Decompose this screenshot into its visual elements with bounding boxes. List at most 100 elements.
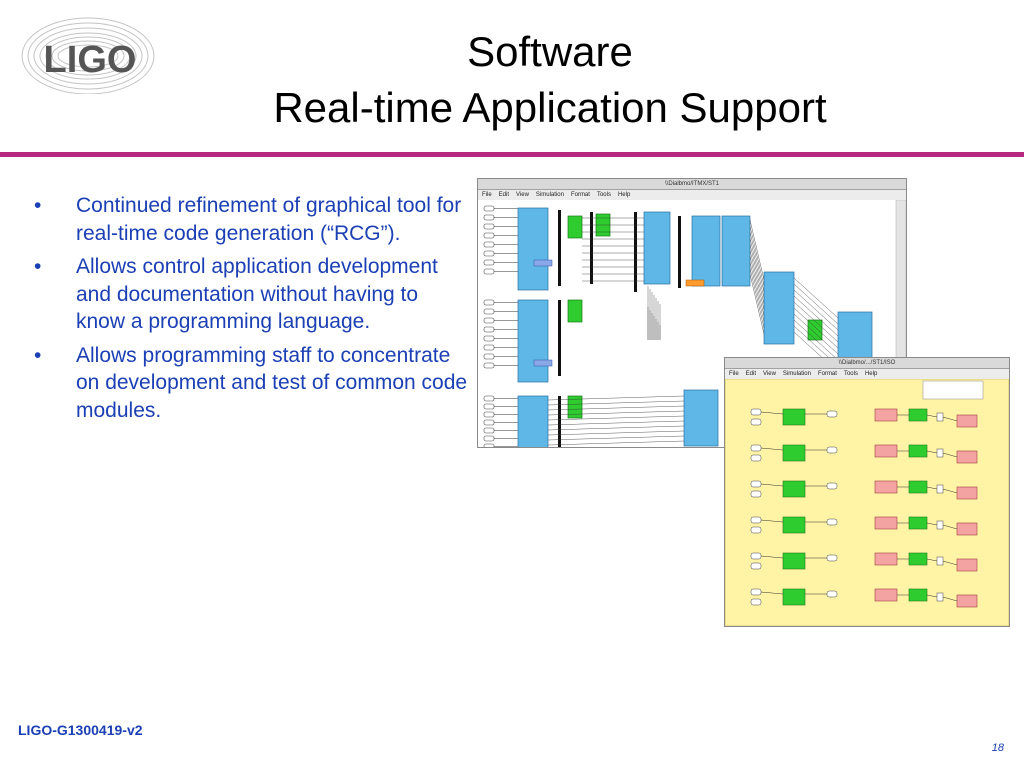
input-port: [483, 326, 495, 333]
state-ok-block: [956, 486, 978, 500]
filter-block: [517, 395, 549, 447]
filter-block: [683, 389, 719, 447]
input-port: [750, 444, 762, 452]
slide-title-line1: Software: [467, 28, 633, 75]
output-port: [826, 482, 838, 490]
menu-item-file[interactable]: File: [482, 192, 492, 198]
input-port: [483, 299, 495, 306]
signal-wire: [547, 425, 685, 431]
state-good-block: [908, 588, 928, 602]
matrix-block: [763, 271, 795, 345]
signal-wire: [760, 483, 784, 487]
signal-wire: [760, 411, 784, 415]
input-port: [483, 419, 495, 426]
menu-item-view[interactable]: View: [763, 371, 776, 377]
bullet-dot-icon: •: [34, 343, 42, 367]
ramp-block: [782, 516, 806, 534]
bullet-item: •Allows programming staff to concentrate…: [30, 342, 470, 425]
menu-item-simulation[interactable]: Simulation: [782, 371, 811, 377]
menu-item-edit[interactable]: Edit: [745, 371, 757, 377]
output-port: [826, 518, 838, 526]
signal-wire: [547, 400, 685, 406]
note-box: [922, 380, 984, 400]
signal-wire: [547, 435, 685, 441]
input-port: [483, 353, 495, 360]
signal-wire: [749, 219, 765, 281]
menu-item-tools[interactable]: Tools: [843, 371, 858, 377]
window-titlebar: \\Dialbmo/.../ST1/ISO: [725, 358, 1009, 369]
ramp-block: [782, 588, 806, 606]
goto-tag: [533, 259, 553, 267]
switch-block: [936, 412, 944, 422]
menu-item-format[interactable]: Format: [817, 371, 837, 377]
menu-item-edit[interactable]: Edit: [498, 192, 510, 198]
input-port: [483, 335, 495, 342]
switch-block: [936, 592, 944, 602]
state-ok-block: [956, 522, 978, 536]
ligo-logo: LIGO: [20, 12, 160, 94]
menu-item-help[interactable]: Help: [864, 371, 878, 377]
bus-bar: [558, 396, 561, 447]
menu-item-file[interactable]: File: [729, 371, 739, 377]
signal-wire: [760, 591, 784, 595]
signal-wire: [547, 405, 685, 411]
input-port: [750, 454, 762, 462]
function-block: [567, 395, 583, 419]
state-block: [874, 480, 898, 494]
state-block: [874, 516, 898, 530]
input-port: [750, 526, 762, 534]
input-port: [483, 443, 495, 447]
function-block: [567, 215, 583, 239]
block-diagram-graphic: [483, 200, 906, 447]
signal-wire: [547, 410, 685, 416]
menu-item-simulation[interactable]: Simulation: [535, 192, 564, 198]
signal-wire: [942, 488, 958, 494]
switch-block: [936, 520, 944, 530]
input-port: [483, 427, 495, 434]
input-port: [483, 435, 495, 442]
sat-block: [685, 279, 705, 287]
page-number: 18: [991, 742, 1004, 754]
signal-wire: [793, 295, 839, 337]
state-ok-block: [956, 414, 978, 428]
signal-wire: [749, 255, 765, 317]
signal-wire: [749, 267, 765, 329]
bullet-list: • Continued refinement of graphical tool …: [30, 192, 470, 430]
signal-wire: [749, 273, 765, 335]
input-port: [483, 308, 495, 315]
signal-wire: [942, 524, 958, 530]
menu-item-help[interactable]: Help: [617, 192, 631, 198]
signal-wire: [926, 486, 938, 490]
input-port: [483, 403, 495, 410]
signal-wire: [547, 420, 685, 426]
ramp-block: [782, 480, 806, 498]
input-port: [483, 395, 495, 402]
bullet-item: •Allows control application development …: [30, 253, 470, 336]
input-port: [483, 411, 495, 418]
filter-block: [517, 207, 549, 291]
input-port: [483, 268, 495, 275]
input-port: [483, 344, 495, 351]
menu-item-tools[interactable]: Tools: [596, 192, 611, 198]
function-block: [807, 319, 823, 341]
switch-block: [936, 484, 944, 494]
bullet-text: Continued refinement of graphical tool f…: [76, 194, 462, 245]
input-port: [483, 259, 495, 266]
state-block: [874, 552, 898, 566]
signal-wire: [926, 414, 938, 418]
signal-wire: [749, 243, 765, 305]
document-id: LIGO-G1300419-v2: [18, 722, 143, 738]
input-port: [750, 552, 762, 560]
signal-wire: [942, 416, 958, 422]
title-divider: [0, 152, 1024, 157]
menu-item-view[interactable]: View: [516, 192, 529, 198]
signal-wire: [547, 415, 685, 421]
diagram-canvas: [725, 379, 1009, 626]
goto-tag: [533, 359, 553, 367]
signal-wire: [926, 522, 938, 526]
signal-wire: [942, 596, 958, 602]
state-block: [874, 588, 898, 602]
menu-item-format[interactable]: Format: [570, 192, 590, 198]
state-ok-block: [956, 558, 978, 572]
state-ok-block: [956, 594, 978, 608]
